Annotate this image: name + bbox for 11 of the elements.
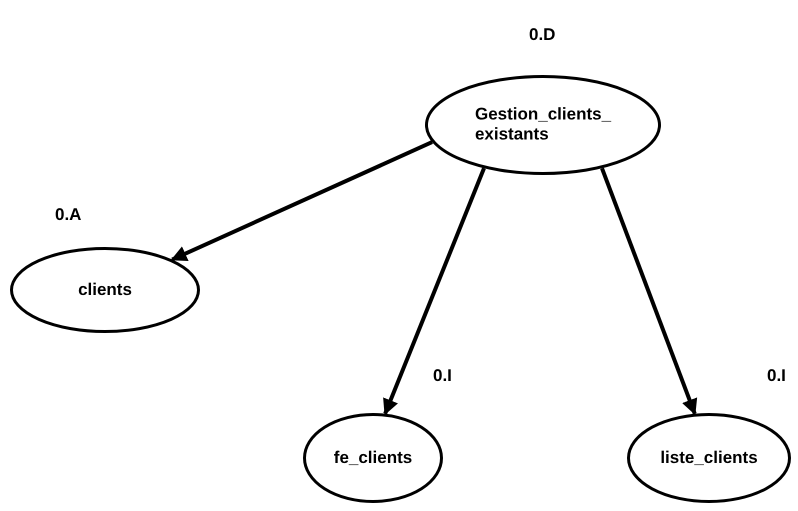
node-id-label: 0.A [55, 205, 82, 225]
arrow [170, 140, 433, 262]
node-id-label: 0.I [767, 366, 786, 386]
arrow [383, 168, 486, 416]
node-id-label: 0.D [529, 25, 556, 45]
node-id-label: 0.I [433, 366, 452, 386]
arrow [600, 168, 698, 416]
node-label: liste_clients [660, 448, 758, 468]
node-label: clients [78, 280, 132, 300]
node-label: fe_clients [334, 448, 412, 468]
node-label: Gestion_clients_ existants [474, 104, 612, 146]
